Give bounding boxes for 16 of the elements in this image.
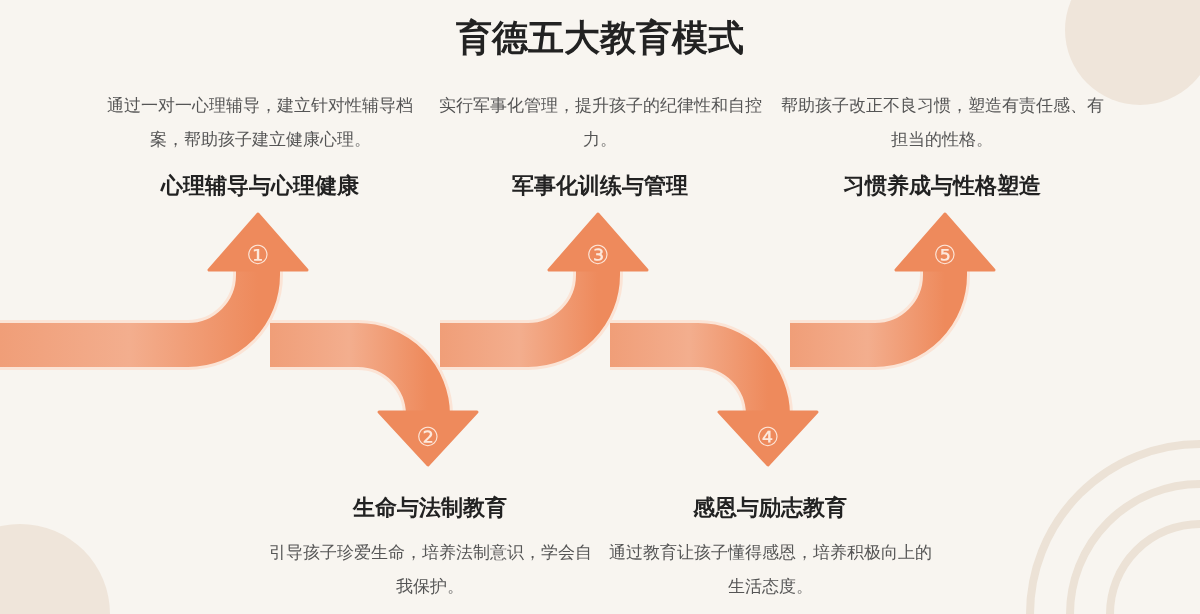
step-description: 实行军事化管理，提升孩子的纪律性和自控力。 <box>437 94 763 151</box>
step-number: ④ <box>755 422 781 452</box>
step-number: ② <box>415 422 441 452</box>
step-heading: 心理辅导与心理健康 <box>159 172 360 200</box>
step-description: 引导孩子珍爱生命，培养法制意识，学会自我保护。 <box>267 541 593 598</box>
step-heading: 军事化训练与管理 <box>511 172 689 200</box>
step-heading: 感恩与励志教育 <box>692 494 848 522</box>
title: 育德五大教育模式 <box>455 16 745 60</box>
step-description: 通过一对一心理辅导，建立针对性辅导档案，帮助孩子建立健康心理。 <box>106 94 414 151</box>
step-number: ① <box>245 240 271 270</box>
step-number: ⑤ <box>932 240 958 270</box>
step-heading: 习惯养成与性格塑造 <box>842 172 1042 200</box>
step-description: 帮助孩子改正不良习惯，塑造有责任感、有担当的性格。 <box>779 94 1105 151</box>
step-heading: 生命与法制教育 <box>351 494 508 522</box>
step-number: ③ <box>585 240 611 270</box>
step-description: 通过教育让孩子懂得感恩，培养积极向上的生活态度。 <box>607 541 933 598</box>
